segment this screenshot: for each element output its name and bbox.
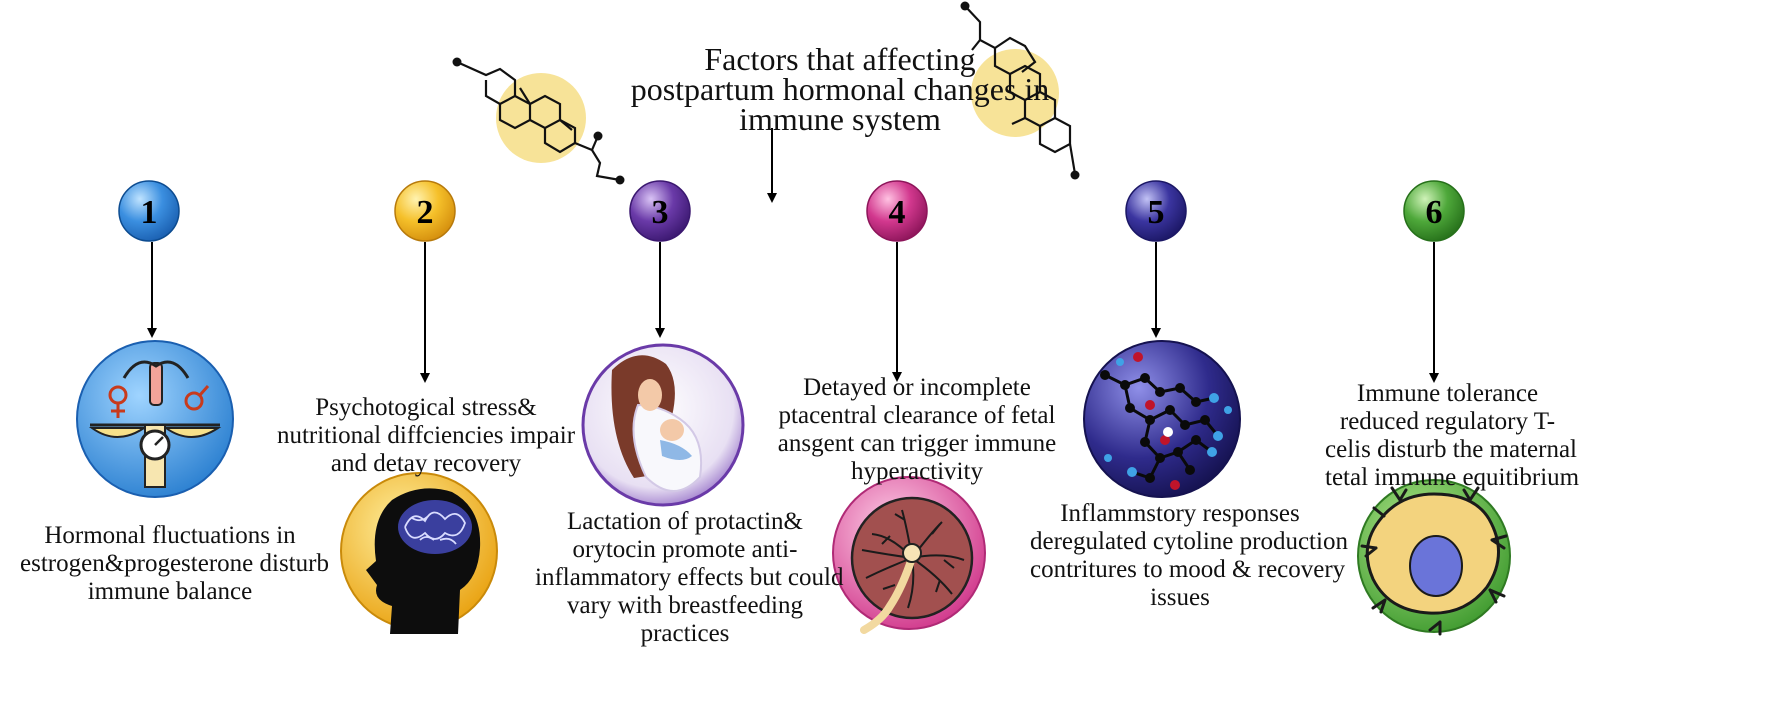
step-number-badge — [1403, 180, 1465, 242]
step-2: 2 — [340, 180, 498, 634]
step-3: 3 — [581, 180, 745, 507]
caption-line: orytocin promote anti- — [572, 536, 798, 563]
caption-line: Immune tolerance — [1356, 380, 1539, 407]
caption-line: issues — [1150, 584, 1210, 611]
step-1-caption: Hormonal fluctuations in estrogen&proges… — [20, 522, 329, 606]
placenta-icon — [832, 476, 986, 634]
immune-cell-icon — [1357, 479, 1511, 636]
title-line: Factors that affecting — [704, 41, 976, 77]
caption-line: contritures to mood & recovery — [1030, 556, 1346, 583]
step-4: 4 — [832, 180, 986, 634]
caption-line: hyperactivity — [851, 458, 983, 485]
step-number: 3 — [652, 194, 669, 231]
step-number: 4 — [889, 194, 906, 231]
title-line: immune system — [739, 101, 941, 137]
caption-line: reduced regulatory T- — [1339, 408, 1556, 435]
step-number: 2 — [417, 194, 434, 231]
caption-line: celis disturb the maternal — [1325, 436, 1578, 463]
caption-line: Lactation of protactin& — [566, 508, 804, 535]
step-number: 1 — [141, 194, 158, 231]
caption-line: practices — [640, 620, 730, 647]
caption-line: tetal immune equitibrium — [1325, 464, 1580, 491]
step-4-caption: Detayed or incomplete ptacentral clearan… — [777, 374, 1057, 486]
step-5: 5 — [1083, 180, 1241, 498]
caption-line: Psychotogical stress& — [315, 394, 537, 421]
step-number: 5 — [1148, 194, 1165, 231]
caption-line: Inflammstory responses — [1060, 500, 1300, 527]
step-number-badge — [1125, 180, 1187, 242]
caption-line: Hormonal fluctuations in — [44, 522, 296, 549]
diagram-title: Factors that affecting postpartum hormon… — [560, 41, 1120, 137]
caption-line: ansgent can trigger immune — [777, 430, 1057, 457]
step-number-badge — [866, 180, 928, 242]
caption-line: Detayed or incomplete — [803, 374, 1031, 401]
caption-line: vary with breastfeeding — [566, 592, 804, 619]
mother-breastfeeding-icon — [581, 343, 745, 507]
caption-line: deregulated cytoline production — [1030, 528, 1348, 555]
hormone-balance-icon — [76, 340, 234, 498]
step-number-badge — [629, 180, 691, 242]
step-5-caption: Inflammstory responses deregulated cytol… — [1030, 500, 1348, 612]
caption-line: inflammatory effects but could — [535, 564, 844, 591]
step-6: 6 — [1357, 180, 1511, 636]
steroid-molecule-right-icon — [960, 1, 1080, 180]
caption-line: nutritional diffciencies impair — [276, 422, 576, 449]
title-line: postpartum hormonal changes in — [630, 71, 1050, 107]
caption-line: immune balance — [87, 578, 253, 605]
stressed-brain-head-icon — [340, 472, 498, 634]
caption-line: estrogen&progesterone disturb — [20, 550, 329, 577]
step-number-badge — [118, 180, 180, 242]
step-2-caption: Psychotogical stress& nutritional diffci… — [276, 394, 576, 478]
step-6-caption: Immune tolerance reduced regulatory T- c… — [1325, 380, 1580, 492]
caption-line: and detay recovery — [330, 450, 522, 477]
step-3-caption: Lactation of protactin& orytocin promote… — [535, 508, 844, 648]
caption-line: ptacentral clearance of fetal — [778, 402, 1056, 429]
step-1: 1 — [76, 180, 234, 498]
cytokine-molecule-icon — [1083, 340, 1241, 498]
steroid-molecule-left-icon — [452, 57, 625, 185]
step-number: 6 — [1426, 194, 1443, 231]
step-number-badge — [394, 180, 456, 242]
